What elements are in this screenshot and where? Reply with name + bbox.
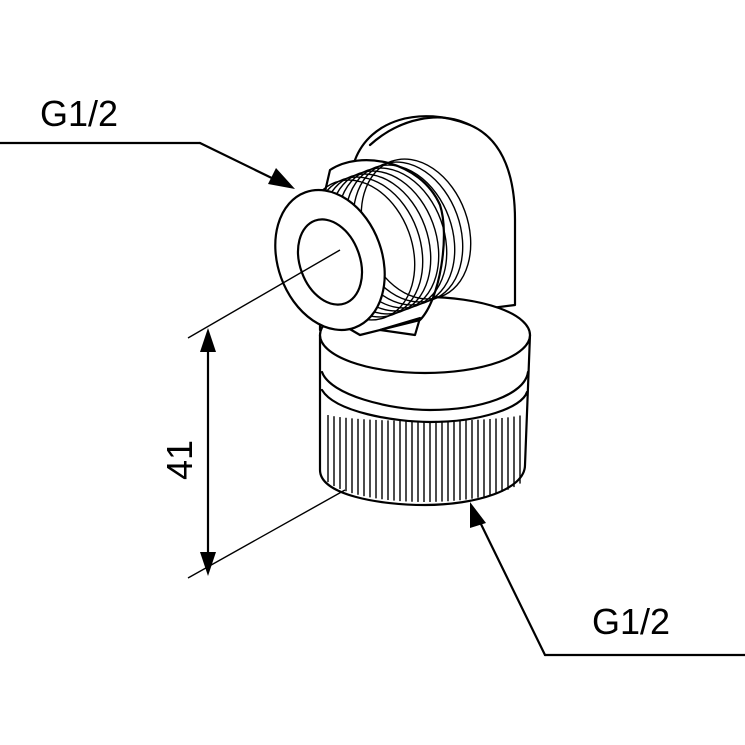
knurled-nut (318, 295, 532, 507)
top-thread-callout: G1/2 (0, 93, 295, 189)
dimension-arrow-top (200, 328, 216, 352)
threaded-outlet (274, 158, 472, 337)
bottom-thread-callout: G1/2 (470, 502, 745, 657)
dimension-arrow-bottom (200, 552, 216, 576)
bottom-thread-label: G1/2 (592, 601, 670, 642)
knurl-lines (327, 415, 521, 502)
bottom-arrowhead (470, 502, 486, 528)
top-arrowhead (268, 168, 295, 189)
height-dimension: 41 (159, 249, 346, 579)
top-thread-label: G1/2 (40, 93, 118, 134)
height-dimension-value: 41 (159, 440, 200, 480)
